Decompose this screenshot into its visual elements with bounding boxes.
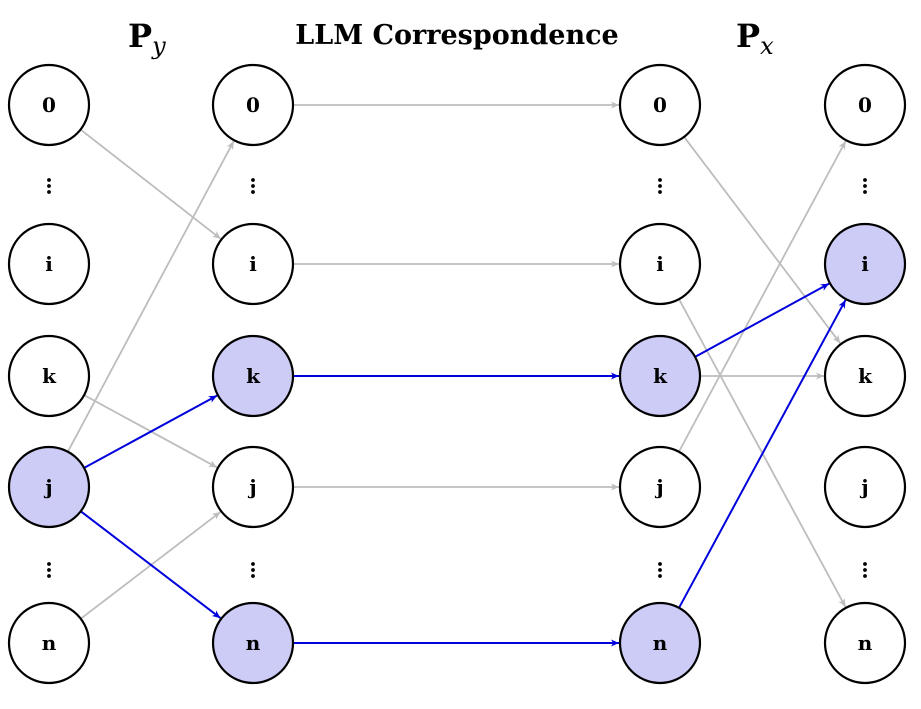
node-label: j (43, 475, 52, 499)
node-col3-n: n (618, 601, 702, 685)
node-col3-j: j (618, 445, 702, 529)
node-circle (618, 222, 702, 306)
node-circle (618, 601, 702, 685)
edge-col3-j-to-col4-0 (678, 140, 847, 453)
py-header-sub: y (151, 32, 166, 60)
node-circle (618, 445, 702, 529)
vertical-ellipsis-icon (251, 178, 255, 194)
px-header-base: P (736, 17, 760, 55)
vertical-ellipsis-icon (251, 562, 255, 578)
edge-col1-j-to-col2-0 (67, 140, 235, 453)
node-label: k (858, 364, 873, 388)
ellipsis-markers (47, 178, 867, 578)
node-label: 0 (653, 93, 667, 117)
vertical-ellipsis-icon (47, 562, 51, 578)
node-circle (211, 445, 295, 529)
node-circle (7, 222, 91, 306)
node-circle (211, 63, 295, 147)
py-header-base: P (128, 17, 152, 55)
vertical-ellipsis-icon (47, 178, 51, 194)
node-circle (7, 334, 91, 418)
node-circle (211, 334, 295, 418)
node-circle (211, 222, 295, 306)
active-edges (80, 282, 847, 647)
node-col4-n: n (823, 601, 907, 685)
node-label: k (42, 364, 57, 388)
node-circle (823, 63, 907, 147)
node-col2-n: n (211, 601, 295, 685)
node-col3-i: i (618, 222, 702, 306)
node-col3-k: k (618, 334, 702, 418)
vertical-ellipsis-icon (863, 178, 867, 194)
node-circle (823, 445, 907, 529)
node-col4-j: j (823, 445, 907, 529)
node-label: k (246, 364, 261, 388)
edge-col1-j-to-col2-n (80, 510, 222, 619)
node-label: k (653, 364, 668, 388)
edge-col3-k-to-col4-i (694, 282, 830, 358)
nodes: 0 i k j n 0 i k j n 0 i k j n 0 i k j n (7, 63, 907, 685)
edge-col3-n-to-col4-i (678, 299, 847, 609)
node-circle (7, 63, 91, 147)
diagram-title: LLM Correspondence (295, 20, 618, 51)
node-col1-j: j (7, 445, 91, 529)
node-col2-k: k (211, 334, 295, 418)
node-col2-j: j (211, 445, 295, 529)
node-col1-0: 0 (7, 63, 91, 147)
node-col4-k: k (823, 334, 907, 418)
node-label: i (861, 252, 869, 276)
node-label: 0 (858, 93, 872, 117)
node-label: n (653, 631, 668, 655)
vertical-ellipsis-icon (863, 562, 867, 578)
node-circle (618, 63, 702, 147)
node-col4-0: 0 (823, 63, 907, 147)
node-col1-i: i (7, 222, 91, 306)
node-col1-k: k (7, 334, 91, 418)
edge-col1-0-to-col2-i (79, 128, 222, 240)
node-label: j (859, 475, 868, 499)
vertical-ellipsis-icon (658, 562, 662, 578)
node-label: n (246, 631, 261, 655)
node-label: n (858, 631, 873, 655)
inactive-edges (67, 101, 847, 620)
node-circle (211, 601, 295, 685)
px-header: Px (736, 17, 774, 60)
node-label: 0 (42, 93, 56, 117)
node-circle (618, 334, 702, 418)
px-header-sub: x (760, 32, 774, 60)
node-col3-0: 0 (618, 63, 702, 147)
node-col2-i: i (211, 222, 295, 306)
edge-col3-0-to-col4-k (683, 136, 841, 344)
node-label: j (654, 475, 663, 499)
node-circle (7, 445, 91, 529)
node-col2-0: 0 (211, 63, 295, 147)
node-circle (823, 334, 907, 418)
node-circle (823, 222, 907, 306)
node-col1-n: n (7, 601, 91, 685)
node-label: j (247, 475, 256, 499)
node-label: n (42, 631, 57, 655)
node-label: i (45, 252, 53, 276)
node-circle (823, 601, 907, 685)
vertical-ellipsis-icon (658, 178, 662, 194)
edge-col1-j-to-col2-k (83, 394, 218, 469)
node-label: 0 (246, 93, 260, 117)
node-label: i (249, 252, 257, 276)
node-circle (7, 601, 91, 685)
py-header: Py (128, 17, 166, 60)
node-label: i (656, 252, 664, 276)
node-col4-i: i (823, 222, 907, 306)
